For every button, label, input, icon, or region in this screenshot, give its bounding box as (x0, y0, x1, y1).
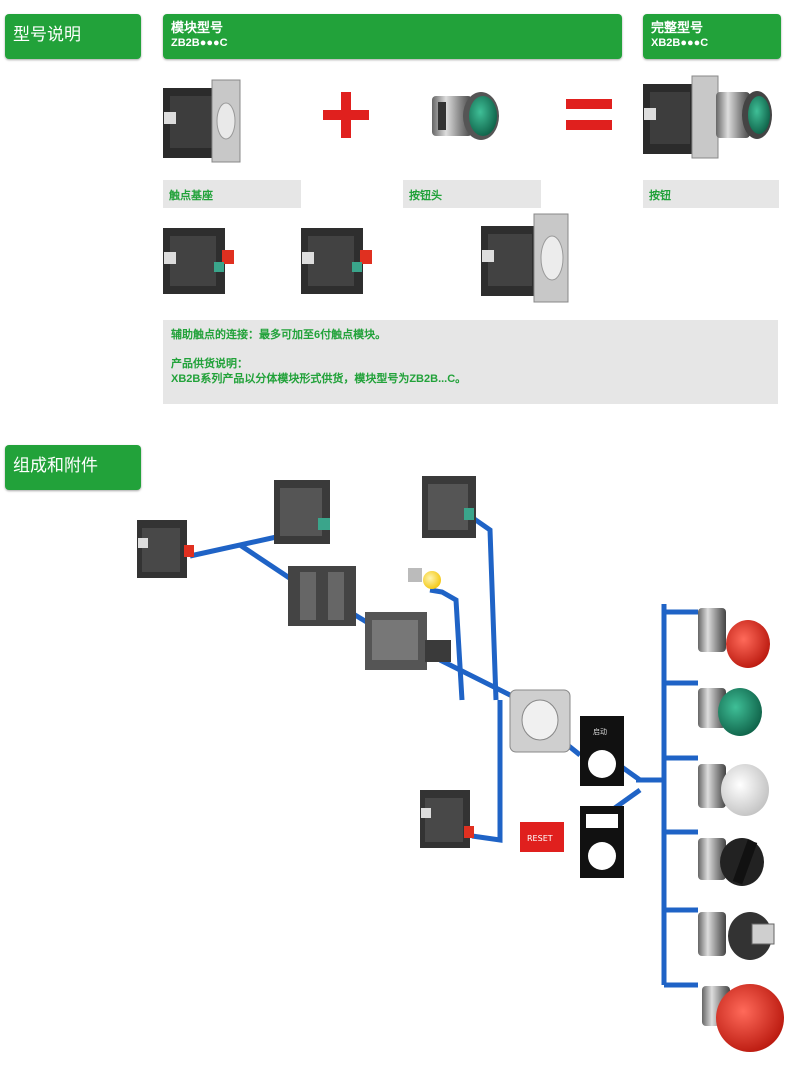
complete-model-title: 完整型号 (651, 20, 704, 35)
complete-button-image (643, 75, 772, 159)
module-model-header: 模块型号 ZB2B●●●C (163, 14, 622, 59)
red-pushbutton-head (698, 608, 770, 668)
contact-block-top-right (422, 476, 476, 538)
note-box: 辅助触点的连接：最多可加至6付触点模块。 产品供货说明： XB2B系列产品以分体… (163, 320, 778, 404)
light-block (365, 612, 451, 670)
plus-icon (323, 92, 369, 138)
note-line-2: 产品供货说明： (171, 358, 248, 370)
note-line-1: 辅助触点的连接：最多可加至6付触点模块。 (171, 329, 387, 341)
section-title-text: 组成和附件 (13, 456, 98, 475)
contact-block-with-base-image (481, 213, 569, 303)
green-pushbutton-head (698, 688, 762, 736)
collar-frame (509, 689, 571, 753)
emergency-stop-head (702, 984, 784, 1052)
equals-icon (566, 99, 612, 130)
contact-block-image-1 (163, 228, 234, 294)
label-button-head: 按钮头 (403, 180, 541, 208)
selector-switch-head (698, 838, 764, 886)
legend-holder-start (580, 716, 624, 786)
reset-plate-text: RESET (527, 834, 553, 843)
legend-holder-blank (580, 806, 624, 878)
mounting-collar (288, 566, 356, 626)
label-contact-base: 触点基座 (163, 180, 301, 208)
contact-block-bottom (420, 790, 474, 848)
note-line-3: XB2B系列产品以分体模块形式供货，模块型号为ZB2B...C。 (171, 373, 467, 385)
section-title-text: 型号说明 (13, 25, 81, 44)
module-model-title: 模块型号 (171, 20, 224, 35)
complete-model-header: 完整型号 XB2B●●●C (643, 14, 781, 59)
contact-block-image-2 (301, 228, 372, 294)
label-button: 按钮 (643, 180, 779, 208)
complete-model-code: XB2B●●●C (651, 37, 709, 49)
contact-base-image (163, 79, 241, 163)
label-contact-base-text: 触点基座 (169, 190, 213, 202)
button-head-image (432, 92, 499, 140)
contact-block-top (274, 480, 330, 544)
label-button-head-text: 按钮头 (409, 190, 442, 202)
white-pushbutton-head (698, 764, 769, 816)
contact-block-left (137, 520, 194, 578)
section-title-model-description: 型号说明 (5, 14, 141, 59)
section-title-components: 组成和附件 (5, 445, 141, 490)
reset-plate (520, 822, 564, 852)
legend-start-text: 启动 (593, 727, 607, 736)
label-button-text: 按钮 (649, 190, 671, 202)
module-model-code: ZB2B●●●C (171, 37, 228, 49)
key-switch-head (698, 912, 775, 960)
bulb-icon (408, 568, 441, 589)
